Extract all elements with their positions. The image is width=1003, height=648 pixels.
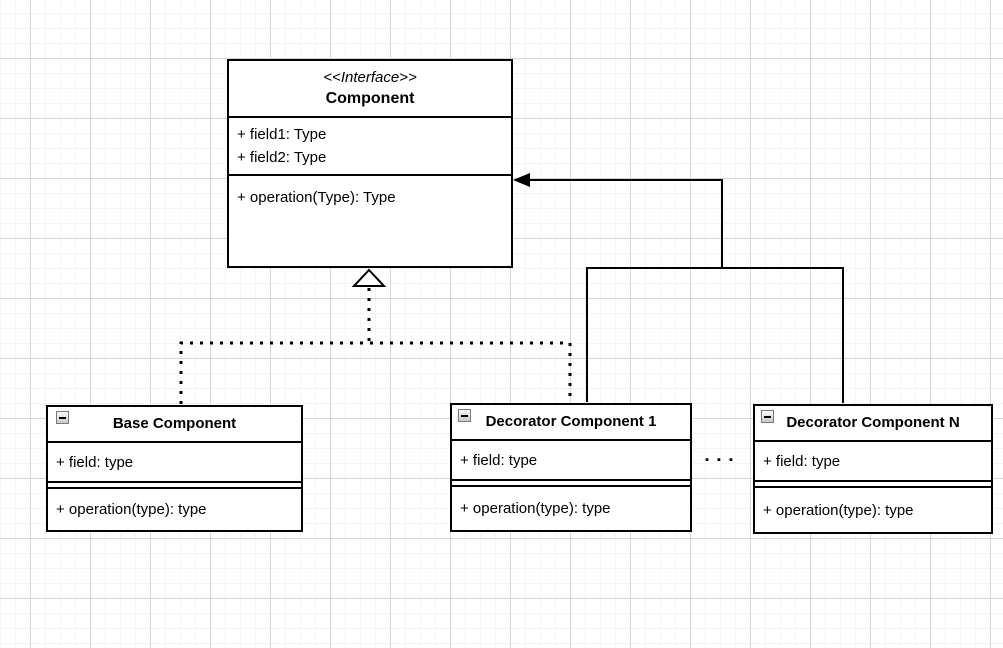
class-box-component[interactable]: <<Interface>> Component + field1: Type +… <box>227 59 513 268</box>
operation-text: + operation(Type): Type <box>237 189 396 206</box>
interface-stereotype: <<Interface>> <box>323 69 417 86</box>
collapse-minus-icon[interactable] <box>458 409 471 422</box>
association-connector[interactable] <box>513 173 844 403</box>
operation-text: + operation(type): type <box>460 500 611 517</box>
operation-text: + operation(type): type <box>763 501 914 519</box>
decorator1-name: Decorator Component 1 <box>485 413 657 430</box>
class-box-decorator-component-n[interactable]: Decorator Component N + field: type + op… <box>753 404 993 534</box>
field-text: + field: type <box>460 451 538 469</box>
component-operations-compartment: + operation(Type): Type <box>229 176 511 266</box>
realization-tree-line <box>179 341 572 404</box>
compartment-gap <box>48 483 301 487</box>
base-component-name: Base Component <box>112 415 237 432</box>
decorator1-title-row: Decorator Component 1 <box>452 405 690 441</box>
class-box-decorator-component-1[interactable]: Decorator Component 1 + field: type + op… <box>450 403 692 532</box>
operation-text: + operation(type): type <box>56 501 207 518</box>
association-arrow-line <box>529 179 723 268</box>
class-box-base-component[interactable]: Base Component + field: type + operation… <box>46 405 303 532</box>
hollow-triangle-arrowhead <box>351 268 387 287</box>
field-text: + field1: Type <box>237 126 327 143</box>
decorator1-operations-compartment: + operation(type): type <box>452 485 690 530</box>
field-text: + field: type <box>763 452 841 470</box>
base-operations-compartment: + operation(type): type <box>48 487 301 530</box>
decoratorN-fields-compartment: + field: type <box>755 442 991 482</box>
component-name: Component <box>325 90 415 107</box>
field-text: + field2: Type <box>237 149 327 166</box>
component-title-row: <<Interface>> Component <box>229 61 511 118</box>
collapse-minus-icon[interactable] <box>761 410 774 423</box>
decorator1-fields-compartment: + field: type <box>452 441 690 481</box>
base-component-title-row: Base Component <box>48 407 301 443</box>
base-fields-compartment: + field: type <box>48 443 301 483</box>
realization-connector[interactable] <box>179 268 572 404</box>
decoratorN-title-row: Decorator Component N <box>755 406 991 442</box>
component-fields-compartment: + field1: Type + field2: Type <box>229 118 511 176</box>
collapse-minus-icon[interactable] <box>56 411 69 424</box>
decoratorN-name: Decorator Component N <box>786 414 960 431</box>
ellipsis-dots[interactable]: ▪▪▪ <box>705 454 741 466</box>
compartment-gap <box>755 482 991 486</box>
association-tree-line <box>586 267 844 403</box>
field-text: + field: type <box>56 453 134 471</box>
filled-arrowhead-icon <box>513 173 530 187</box>
compartment-gap <box>452 481 690 485</box>
decoratorN-operations-compartment: + operation(type): type <box>755 486 991 532</box>
